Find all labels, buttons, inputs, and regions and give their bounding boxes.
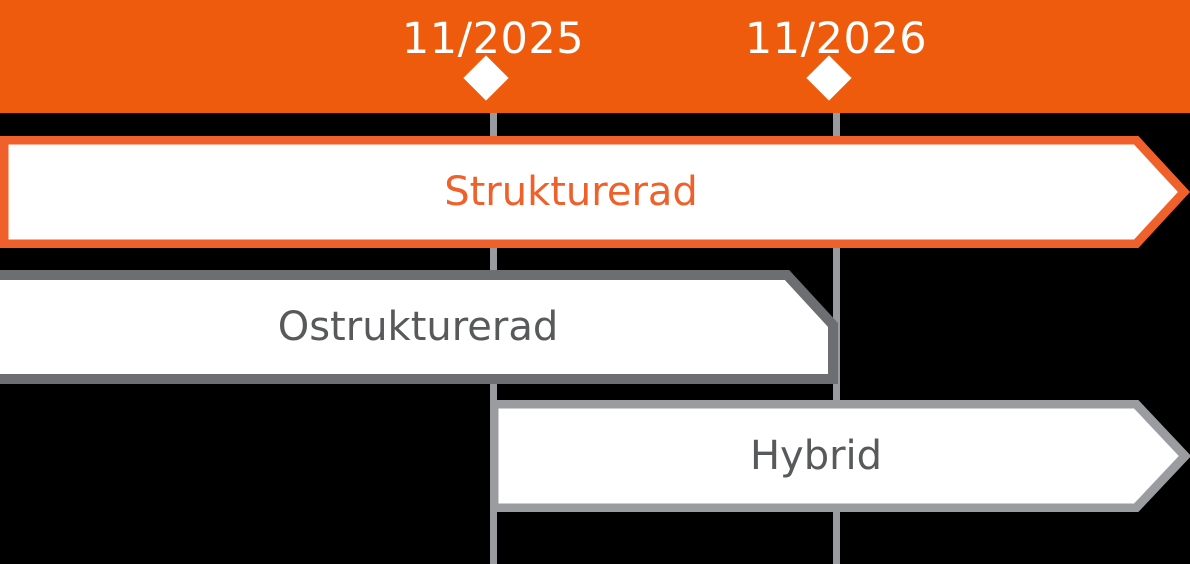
phase-bar-shape-chamfer bbox=[0, 270, 840, 384]
phase-bar-shape-arrow bbox=[490, 400, 1190, 512]
milestone-label-1: 11/2025 bbox=[401, 14, 585, 64]
timeline-header-band bbox=[0, 0, 1190, 113]
phase-bar-hybrid[interactable]: Hybrid bbox=[490, 400, 1190, 512]
phase-bar-shape-arrow bbox=[0, 136, 1190, 248]
phase-label-hybrid: Hybrid bbox=[749, 433, 883, 479]
phase-label-ostrukturerad: Ostrukturerad bbox=[277, 304, 559, 350]
phase-bar-ostrukturerad[interactable]: Ostrukturerad bbox=[0, 270, 840, 384]
phase-label-strukturerad: Strukturerad bbox=[444, 169, 698, 215]
phase-bar-strukturerad[interactable]: Strukturerad bbox=[0, 136, 1190, 248]
milestone-label-2: 11/2026 bbox=[744, 14, 928, 64]
